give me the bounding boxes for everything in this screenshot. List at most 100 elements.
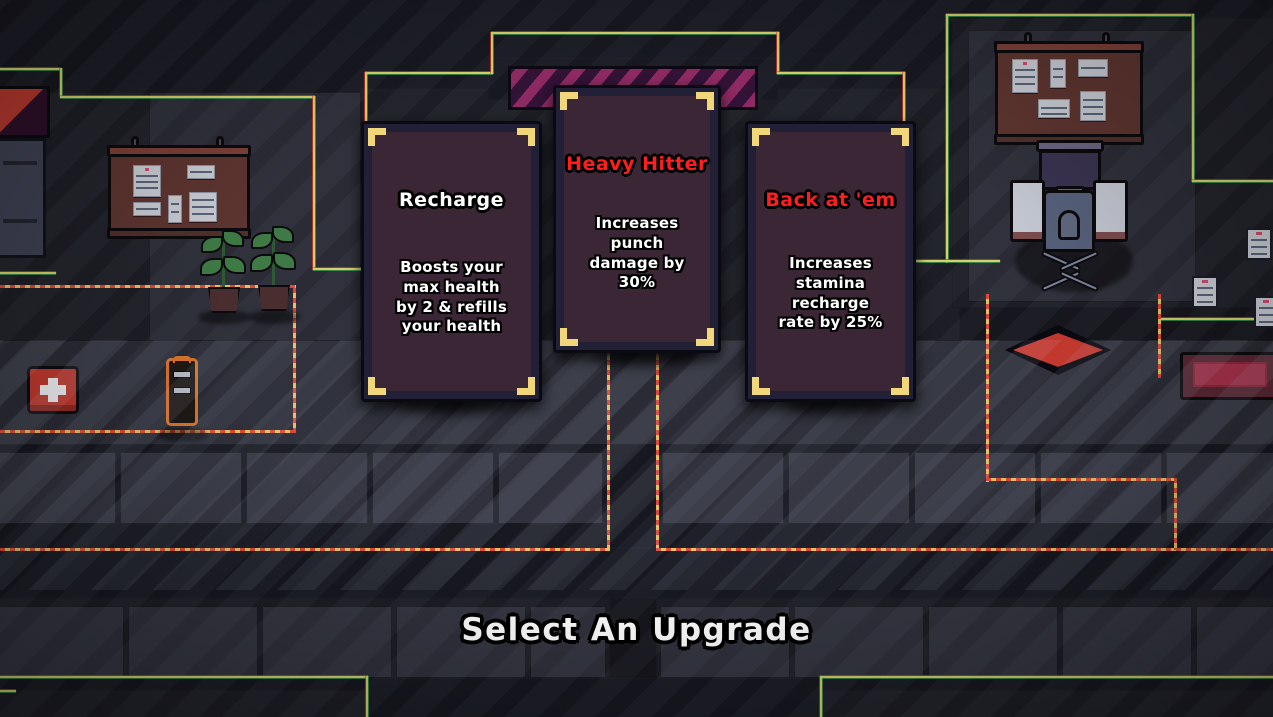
tool-cart-handle xyxy=(173,356,191,363)
card-desc-line: by 2 & refills xyxy=(396,297,507,316)
note-line xyxy=(136,187,158,189)
bottom-tile xyxy=(660,606,790,678)
note-line xyxy=(1083,113,1103,115)
chair-arm-lip xyxy=(1096,232,1125,239)
card-title: Recharge xyxy=(399,189,504,211)
note-line xyxy=(190,171,212,173)
corkboard-note xyxy=(1012,59,1038,93)
sofa xyxy=(1180,352,1273,400)
floor-tile xyxy=(1166,452,1273,524)
wall-poster xyxy=(1254,296,1273,328)
note-line xyxy=(136,175,158,177)
poster-line xyxy=(1259,321,1273,323)
chair-base xyxy=(1058,210,1080,240)
chair-arm-left xyxy=(1010,180,1045,242)
poster-pin xyxy=(1263,300,1269,303)
room-outline xyxy=(365,71,493,75)
room-outline xyxy=(1160,317,1273,321)
card-inner-panel xyxy=(756,132,905,391)
note-line xyxy=(192,199,214,201)
upgrade-card-recharge[interactable]: Recharge Boosts your max health by 2 & r… xyxy=(361,121,542,402)
poster-line xyxy=(1197,301,1213,303)
plant-leaf xyxy=(200,258,223,276)
poster-line xyxy=(1259,314,1273,316)
room-outline xyxy=(490,32,494,74)
note-line xyxy=(192,213,214,215)
floor-tile xyxy=(0,452,116,524)
chair-arm-right xyxy=(1093,180,1128,242)
corkboard-note xyxy=(1050,59,1066,88)
upgrade-card-heavy-hitter[interactable]: Heavy Hitter Increases punch damage by 3… xyxy=(553,85,721,353)
room-outline xyxy=(820,675,1273,679)
upgrade-card-back-at-em[interactable]: Back at 'em Increases stamina recharge r… xyxy=(745,121,916,402)
corkboard-peg xyxy=(216,136,224,147)
corkboard-note xyxy=(133,202,161,216)
corkboard-top-rail xyxy=(994,41,1144,53)
note-line xyxy=(171,203,179,205)
room-outline xyxy=(902,72,906,130)
room-outline xyxy=(312,96,316,270)
lower-band xyxy=(0,548,1273,598)
poster-pin xyxy=(1202,280,1208,283)
wall-panel-red xyxy=(0,86,50,138)
room-outline xyxy=(819,676,823,717)
corkboard-peg xyxy=(1102,32,1110,43)
bottom-tile xyxy=(0,606,124,678)
card-title: Heavy Hitter xyxy=(566,153,708,175)
plant-shadow xyxy=(198,310,250,324)
monitor xyxy=(1039,150,1101,190)
room-outline xyxy=(59,68,63,96)
room-outline xyxy=(365,676,369,717)
room-outline xyxy=(1192,179,1273,183)
room-outline xyxy=(491,31,779,35)
bottom-room-panel xyxy=(0,690,370,717)
card-desc-line: damage by xyxy=(589,253,685,272)
tool-cart-slot xyxy=(173,387,191,394)
bottom-tile xyxy=(1196,606,1273,678)
corkboard-note xyxy=(189,192,217,222)
corkboard-top-rail xyxy=(107,145,251,157)
plant-leaf xyxy=(201,236,223,253)
path-boundary xyxy=(1158,294,1161,378)
note-line xyxy=(1041,107,1067,109)
card-desc-line: stamina xyxy=(795,273,866,292)
card-desc-line: recharge xyxy=(791,293,870,312)
first-aid-kit xyxy=(27,366,79,414)
corkboard-right xyxy=(994,32,1144,145)
path-boundary xyxy=(293,288,296,433)
corkboard-note xyxy=(187,165,215,179)
poster-line xyxy=(1251,239,1267,241)
note-line xyxy=(1041,113,1067,115)
card-desc-line: Increases xyxy=(789,254,872,272)
room-outline xyxy=(0,67,60,71)
bottom-tile xyxy=(262,606,392,678)
corkboard-note xyxy=(1078,59,1108,77)
card-desc-line: max health xyxy=(403,277,500,296)
chair-arm-lip xyxy=(1013,232,1042,239)
note-line xyxy=(1053,76,1063,78)
note-line xyxy=(1083,99,1103,101)
medical-cross-icon xyxy=(40,385,66,395)
floor-tile xyxy=(1040,452,1162,524)
card-inner-panel xyxy=(564,96,710,342)
room-outline xyxy=(776,32,780,74)
tool-cart-slot xyxy=(173,371,191,378)
path-boundary xyxy=(0,548,610,551)
note-line xyxy=(136,181,158,183)
card-description: Increases stamina recharge rate by 25% xyxy=(756,254,905,333)
room-outline xyxy=(1191,14,1195,182)
card-desc-line: punch xyxy=(610,233,664,252)
card-description: Increases punch damage by 30% xyxy=(564,214,710,293)
corkboard-peg xyxy=(131,136,139,147)
card-title: Back at 'em xyxy=(765,189,896,211)
corkboard-note xyxy=(1080,91,1106,121)
note-line xyxy=(1015,69,1035,71)
card-desc-line: your health xyxy=(401,317,502,336)
locker-band xyxy=(3,161,37,165)
poster-line xyxy=(1251,246,1267,248)
floor-tile xyxy=(372,452,494,524)
path-boundary xyxy=(986,294,989,482)
bottom-room-panel xyxy=(820,690,1273,717)
path-boundary xyxy=(1174,478,1177,550)
